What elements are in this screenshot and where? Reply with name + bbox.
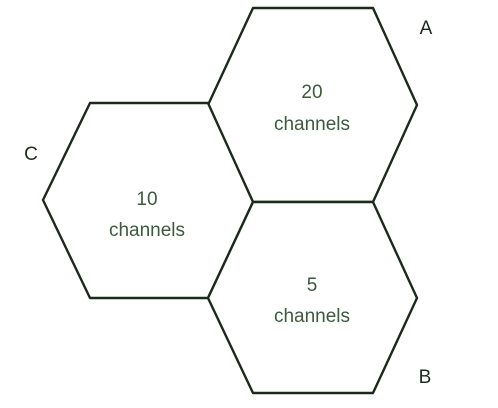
cell-c-count: 10 <box>136 189 157 210</box>
cell-b: 5 channels <box>206 200 419 395</box>
cell-b-unit: channels <box>274 306 350 327</box>
cell-b-hexagon <box>206 200 419 395</box>
label-b: B <box>419 367 432 388</box>
cell-a-unit: channels <box>274 114 350 135</box>
label-c: C <box>24 144 38 165</box>
label-a: A <box>420 18 433 39</box>
cell-a-count: 20 <box>301 82 322 103</box>
cell-b-count: 5 <box>307 275 318 296</box>
cell-c: 10 channels <box>41 101 255 300</box>
cell-c-unit: channels <box>109 220 185 241</box>
